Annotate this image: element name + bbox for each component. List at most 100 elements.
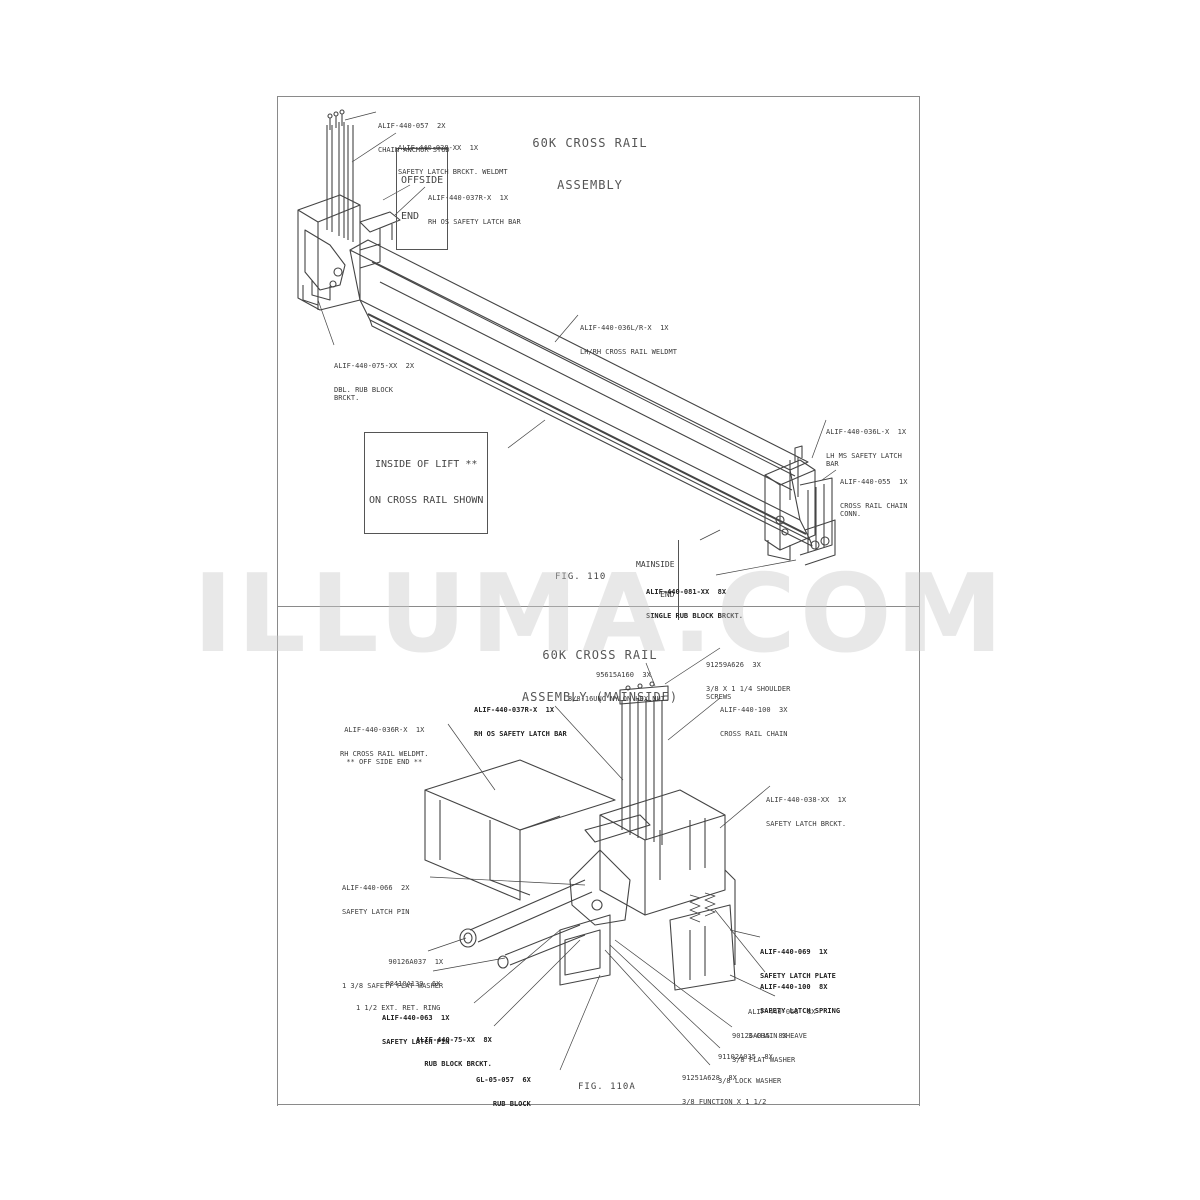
frame-right-line [919,96,920,1106]
latch-bars-drawing [619,681,669,845]
top-callout-single-rub-block-brckt: ALIF-440-081-XX 8X SINGLE RUB BLOCK BRCK… [646,572,743,636]
bottom-callout-part: ALIF-440-100 3X [720,706,788,714]
bottom-callout-part: 91102A035 8X [718,1053,773,1061]
top-callout-part: ALIF-440-038-XX 1X [398,144,479,152]
top-callout-rh-os-safety-latch-bar: ALIF-440-037R-X 1X RH OS SAFETY LATCH BA… [428,178,521,242]
bottom-figure-label: FIG. 110A [578,1082,636,1092]
bottom-callout-desc: RH OS SAFETY LATCH BAR [474,730,567,738]
bottom-callout-desc: SAFETY LATCH PIN [342,908,410,916]
bottom-callout-part: 91251A628 8X [682,1074,737,1082]
bottom-callout-part: ALIF-440-069 1X [760,948,828,956]
bottom-callout-part: ALIF-440-100 8X [760,983,828,991]
bottom-callout-desc: RUB BLOCK BRCKT. [424,1060,492,1068]
top-callout-desc: SINGLE RUB BLOCK BRCKT. [646,612,743,620]
bottom-callout-safety-latch-pin-upper: ALIF-440-066 2X SAFETY LATCH PIN [342,868,409,932]
safety-latch-spring-drawing [689,892,716,923]
bottom-callout-part: 90126A035 8X [732,1032,787,1040]
bottom-callout-lock-washer: 91102A035 8X 3/8 LOCK WASHER [718,1037,781,1101]
safety-latch-bracket-drawing [569,789,726,926]
bottom-callout-safety-latch-brckt: ALIF-440-038-XX 1X SAFETY LATCH BRCKT. [766,780,846,844]
bottom-callout-desc: 1 1/2 EXT. RET. RING [356,1004,441,1012]
bottom-callout-ext-ret-ring: 98410A139 6X 1 1/2 EXT. RET. RING [356,964,440,1028]
bottom-callout-desc: RH CROSS RAIL WELDMT. ** OFF SIDE END ** [340,750,429,766]
bottom-callout-part: GL-05-057 6X [476,1076,531,1084]
bottom-callout-part: ALIF-440-036R-X 1X [344,726,425,734]
bottom-title-line1: 60K CROSS RAIL [542,648,658,662]
top-callout-desc: RH OS SAFETY LATCH BAR [428,218,521,226]
rh-cross-rail-weldment-drawing [424,759,616,901]
top-callout-desc: LH/RH CROSS RAIL WELDMT [580,348,677,356]
bottom-callout-desc: 3/8 FUNCTION X 1 1/2 [682,1098,767,1106]
top-title-line1: 60K CROSS RAIL [532,136,648,150]
bottom-callout-part: 90126A037 1X [388,958,444,966]
bottom-callout-part: 95615A160 3X [596,671,651,679]
bottom-callout-function-screw: 91251A628 8X 3/8 FUNCTION X 1 1/2 [682,1058,766,1122]
top-callout-desc: DBL. RUB BLOCK BRCKT. [334,386,394,402]
bottom-callout-shoulder-screws: 91259A626 3X 3/8 X 1 1/4 SHOULDER SCREWS [706,645,790,717]
bottom-callout-nylon-hex-nut: 95615A160 3X 3/8-16UNC NYLON HEX NUT [568,655,665,719]
bottom-callout-desc: 3/8 X 1 1/4 SHOULDER SCREWS [706,685,791,701]
top-callout-part: ALIF-440-036L/R-X 1X [580,324,669,332]
inside-box-line1: INSIDE OF LIFT ** [375,459,478,470]
mainside-end-assembly-drawing [764,445,836,566]
bottom-callout-part: ALIF-440-066 2X [342,884,410,892]
top-callout-dbl-rub-block-brckt: ALIF-440-075-XX 2X DBL. RUB BLOCK BRCKT. [334,346,414,418]
bottom-title-line2: ASSEMBLY (MAINSIDE) [521,690,679,704]
inside-of-lift-box: INSIDE OF LIFT ** ON CROSS RAIL SHOWN [364,432,489,534]
bottom-callout-cross-rail-chain: ALIF-440-100 3X CROSS RAIL CHAIN [720,690,787,754]
frame-top-line [277,96,920,97]
top-callout-desc: CHAIN ANCHOR STUD [378,146,450,154]
frame-mid-line [277,606,920,607]
top-figure-label: FIG. 110 [555,572,607,582]
bottom-callout-part: ALIF-440-068 8X [748,1008,816,1016]
bottom-callout-rh-cross-rail-weldmt: ALIF-440-036R-X 1X RH CROSS RAIL WELDMT.… [340,710,429,782]
top-callout-part: ALIF-440-036L-X 1X [826,428,907,436]
top-callout-lh-ms-safety-latch-bar: ALIF-440-036L-X 1X LH MS SAFETY LATCH BA… [826,412,906,484]
top-callout-safety-latch-brckt: ALIF-440-038-XX 1X SAFETY LATCH BRCKT. W… [398,128,508,192]
bottom-callout-desc: 1 3/8 SAFETY FLAT WASHER [342,982,444,990]
offside-end-box: OFFSIDE END [396,148,449,250]
top-callout-part: ALIF-440-075-XX 2X [334,362,415,370]
bottom-callout-safety-latch-spring: ALIF-440-100 8X SAFETY LATCH SPRING [760,967,840,1031]
bottom-callout-flat-washer: 90126A035 8X 3/8 FLAT WASHER [732,1016,795,1080]
inside-box-line2: ON CROSS RAIL SHOWN [369,495,484,506]
safety-latch-pin-drawing [459,879,593,969]
bottom-callout-rub-block: GL-05-057 6X RUB BLOCK [476,1060,531,1124]
top-callout-part: ALIF-440-055 1X [840,478,908,486]
frame-left-line [277,96,278,1106]
bottom-callout-part: 91259A626 3X [706,661,761,669]
frame-bottom-line [277,1104,920,1105]
bottom-callout-3-chain-sheave: ALIF-440-068 8X 3-CHAIN SHEAVE [748,992,815,1056]
top-callout-desc: LH MS SAFETY LATCH BAR [826,452,902,468]
bottom-callout-desc: 3-CHAIN SHEAVE [748,1032,808,1040]
mainside-label-line1: MAINSIDE [636,560,675,569]
top-callout-cross-rail-weldmt: ALIF-440-036L/R-X 1X LH/RH CROSS RAIL WE… [580,308,677,372]
bottom-callout-rub-block-brckt: ALIF-440-75-XX 8X RUB BLOCK BRCKT. [416,1020,492,1084]
top-callout-desc: CROSS RAIL CHAIN CONN. [840,502,908,518]
bottom-leader-lines [427,647,776,1071]
top-title-line2: ASSEMBLY [557,178,623,192]
bottom-callout-desc: RUB BLOCK [492,1100,531,1108]
bottom-callout-part: ALIF-440-037R-X 1X [474,706,555,714]
bottom-callout-desc: 3/8-16UNC NYLON HEX NUT [568,695,665,703]
bottom-callout-desc: CROSS RAIL CHAIN [720,730,788,738]
bottom-callout-desc: SAFETY LATCH SPRING [760,1007,841,1015]
top-callout-part: ALIF-440-081-XX 8X [646,588,727,596]
bottom-callout-flat-washer-large: 90126A037 1X 1 3/8 SAFETY FLAT WASHER [342,942,443,1006]
rub-block-drawing [559,869,736,991]
bottom-callout-safety-latch-plate: ALIF-440-069 1X SAFETY LATCH PLATE [760,932,836,996]
top-leader-lines [317,111,837,576]
bottom-callout-part: ALIF-440-038-XX 1X [766,796,847,804]
bottom-callout-safety-latch-pin-lower: ALIF-440-063 1X SAFETY LATCH PIN [382,998,449,1062]
offside-box-line1: OFFSIDE [401,175,444,186]
top-figure-title: 60K CROSS RAIL ASSEMBLY [520,108,660,220]
top-callout-desc: SAFETY LATCH BRCKT. WELDMT [398,168,508,176]
bottom-callout-rh-os-safety-latch-bar: ALIF-440-037R-X 1X RH OS SAFETY LATCH BA… [474,690,567,754]
bottom-figure-title: 60K CROSS RAIL ASSEMBLY (MAINSIDE) [500,620,700,732]
bottom-callout-desc: SAFETY LATCH PLATE [760,972,836,980]
bottom-callout-desc: SAFETY LATCH PIN [382,1038,450,1046]
offside-box-line2: END [401,211,420,222]
offside-end-assembly-drawing [297,109,401,311]
